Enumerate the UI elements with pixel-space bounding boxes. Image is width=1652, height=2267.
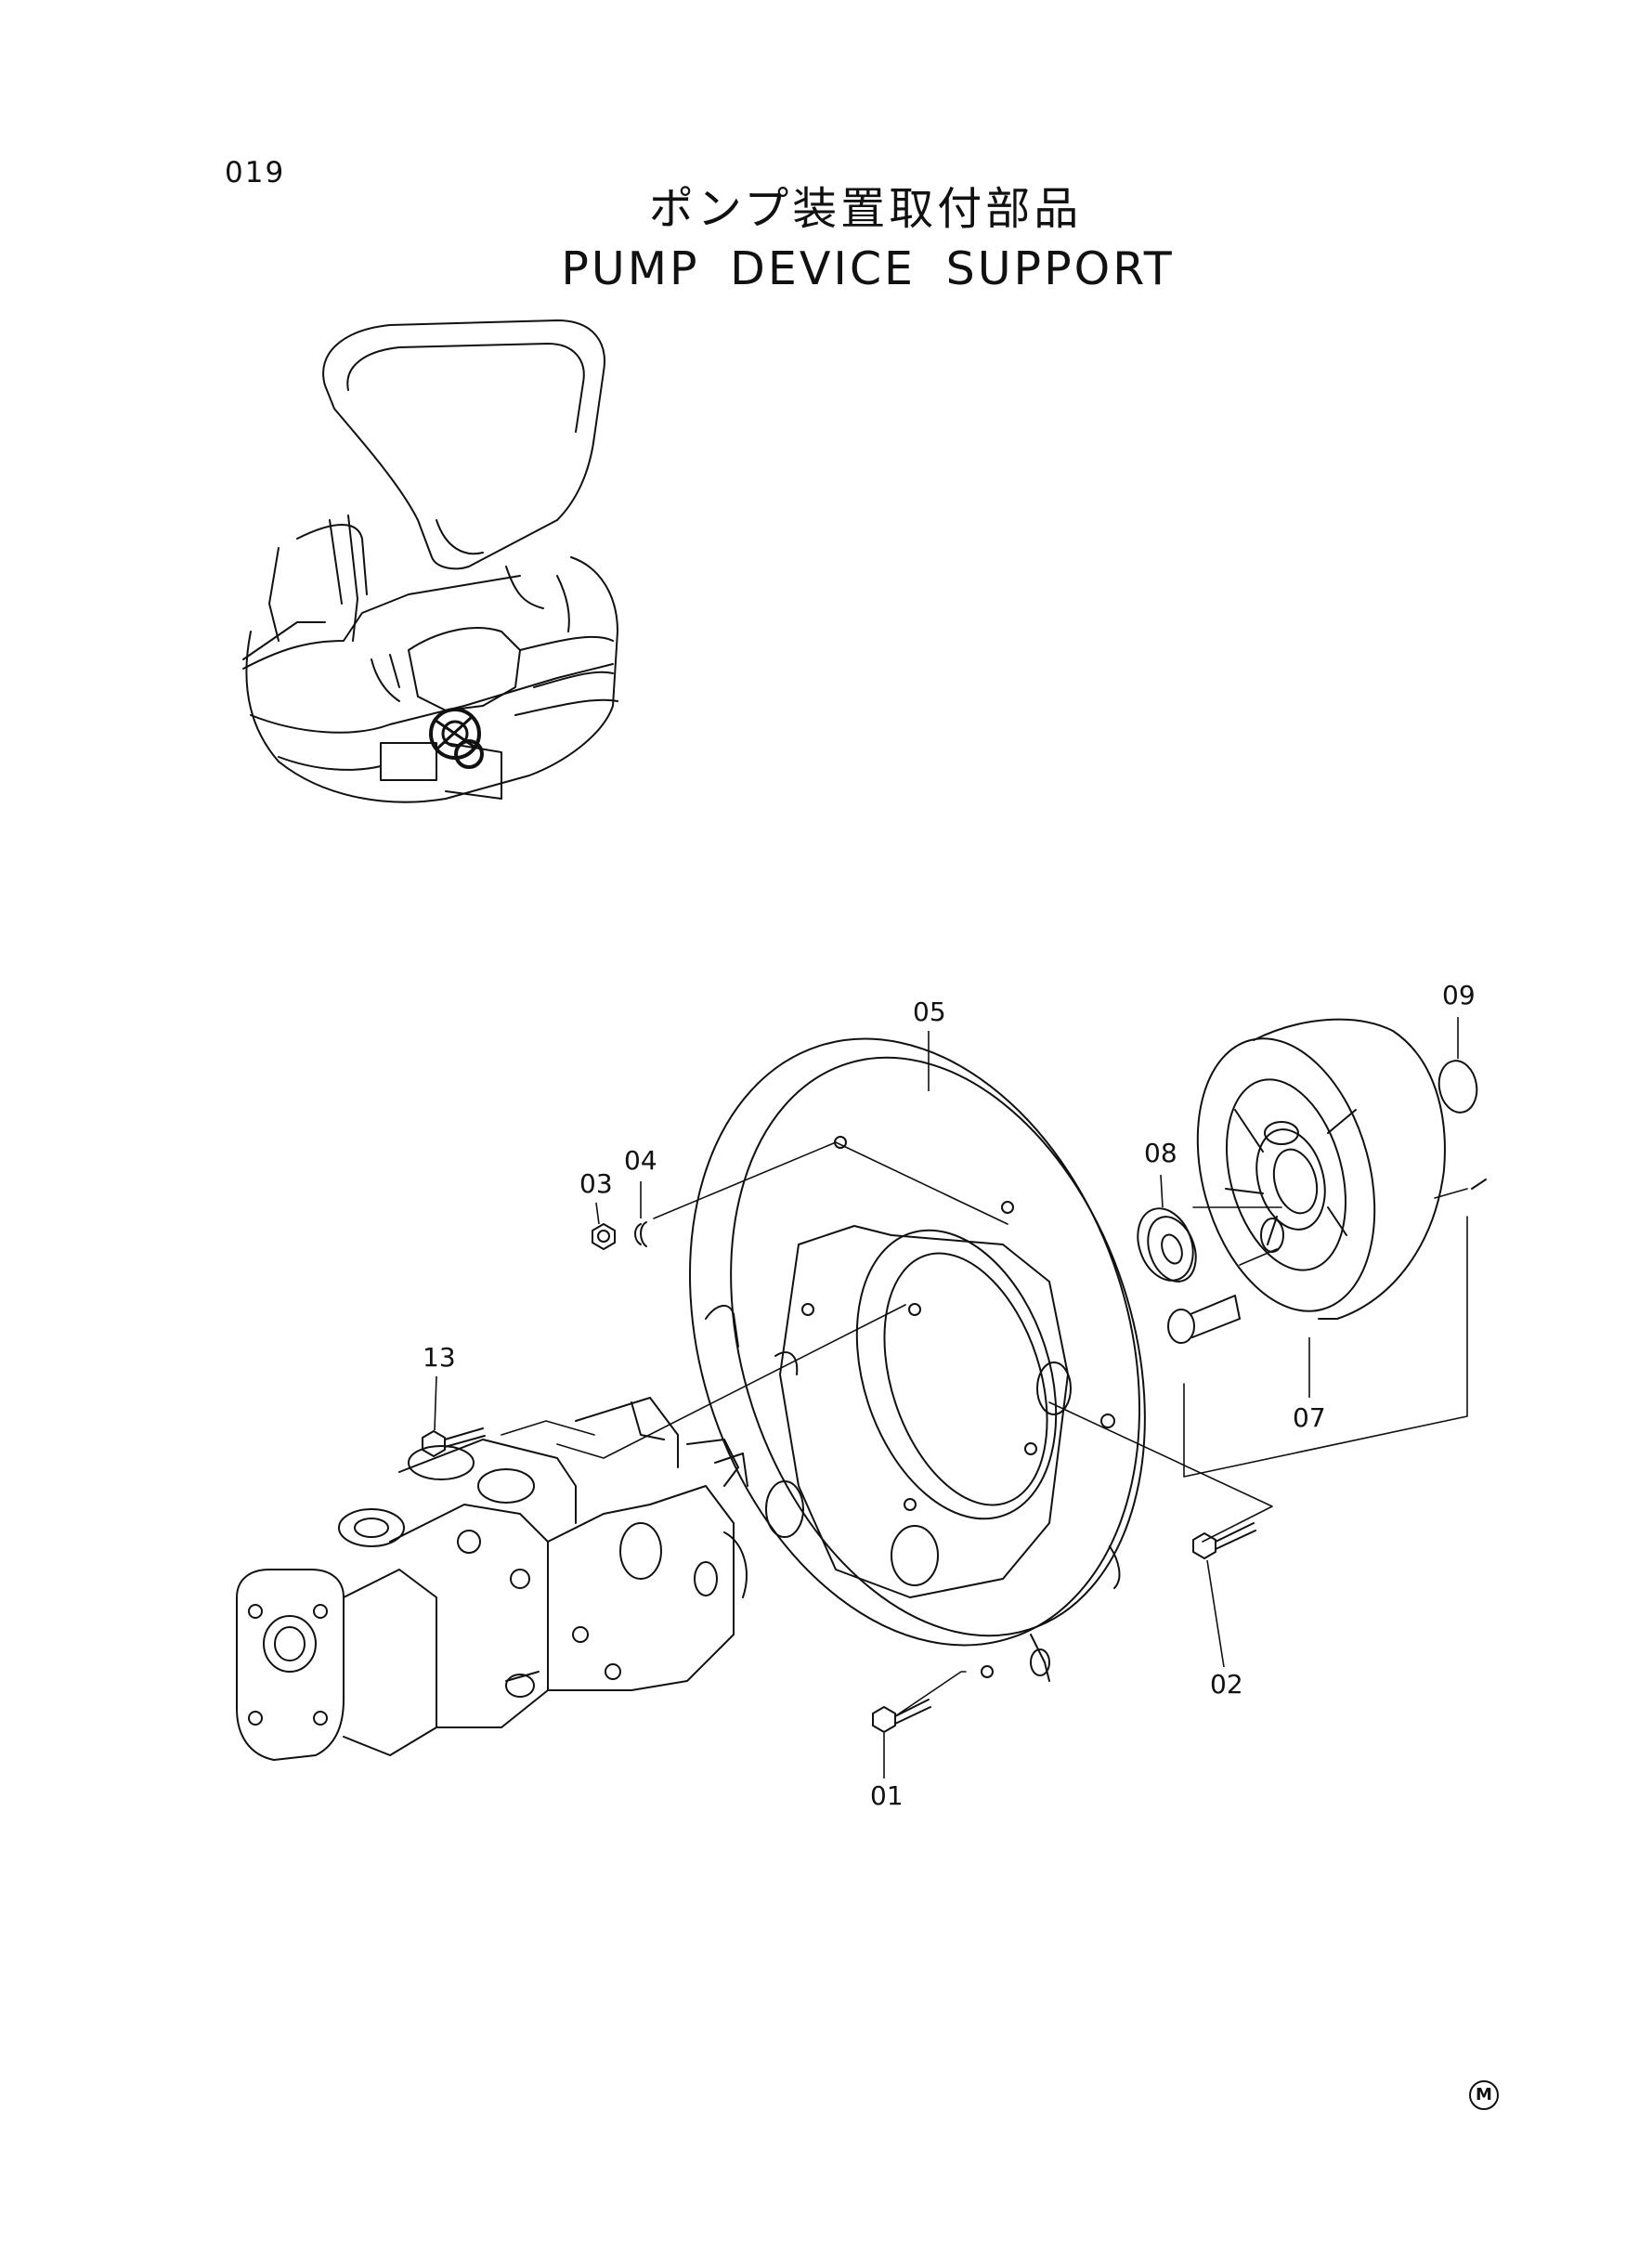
hydraulic-pump-assembly [236,1397,748,1761]
callout-02: 02 [1210,1669,1243,1700]
model-mark-badge: M [1469,2080,1499,2110]
page-title: PUMP DEVICE SUPPORT [561,242,1175,295]
socket-screw-07 [1167,1295,1241,1344]
bolt-01 [872,1699,931,1733]
excavator-overview-illustration [242,319,618,803]
plug-09 [1437,1060,1487,1190]
callout-05: 05 [913,997,946,1027]
bearing-08 [1137,1207,1197,1283]
page-number: 019 [225,156,286,189]
callout-08: 08 [1144,1138,1177,1168]
flange-plate-05 [688,1037,1146,1682]
bolt-02 [1192,1522,1256,1559]
callout-01: 01 [870,1780,904,1811]
callout-03: 03 [579,1168,613,1199]
callout-04: 04 [624,1145,657,1176]
callout-09: 09 [1442,980,1476,1010]
nut-03 [592,1223,616,1250]
callout-13: 13 [423,1342,456,1373]
coupling-07 [1196,1018,1446,1320]
page-title-japanese: ポンプ装置取付部品 [648,183,1083,235]
title-block: ポンプ装置取付部品 PUMP DEVICE SUPPORT [0,172,1652,295]
callout-07: 07 [1293,1402,1326,1433]
washer-04 [634,1221,647,1247]
